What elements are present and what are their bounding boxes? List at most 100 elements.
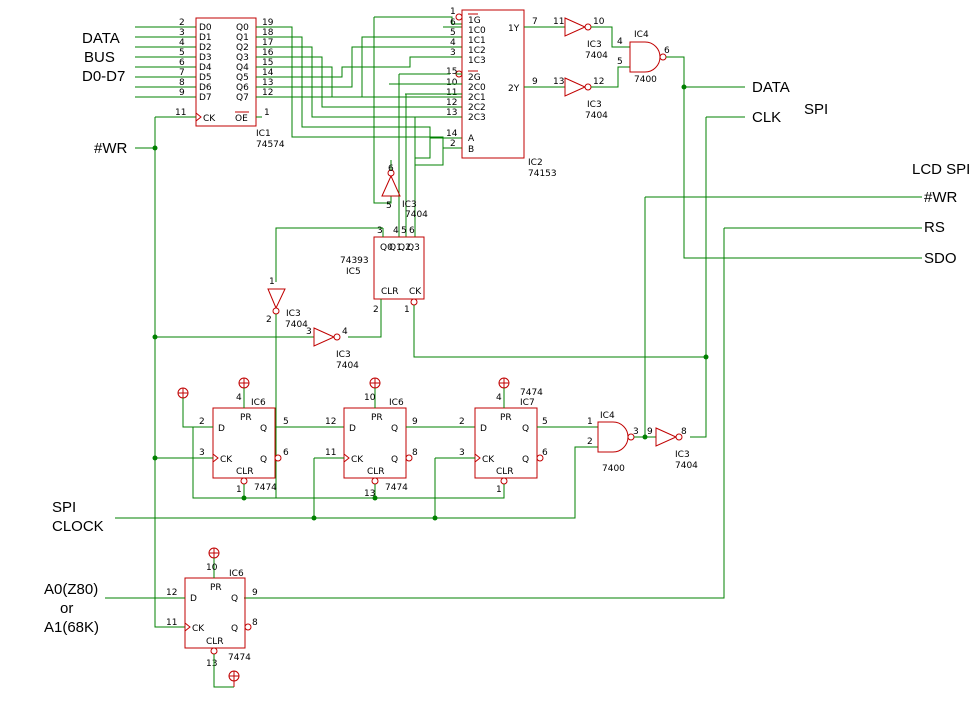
data-bus-label-1: DATA [82,30,120,47]
ff1-pin-pr: PR [240,413,252,423]
ff1-pin-ck: CK [220,455,233,465]
ff3-pin-pr: PR [500,413,512,423]
ff3-part: 7474 [520,388,543,398]
ff2-num-q: 9 [412,417,418,427]
ff1-num-d: 2 [199,417,205,427]
ff1-pin-clr: CLR [236,467,254,477]
ic1-latch: D0 D1 D2 D3 D4 D5 D6 D7 Q0 Q1 Q2 Q3 Q4 Q… [175,17,285,150]
inv-left-name: IC3 [286,309,301,319]
ic5-pin-ck: CK [409,287,422,297]
ic1-pin-d4: D4 [199,63,212,73]
nand-top-name: IC4 [634,30,649,40]
data-bus-wires [135,26,196,98]
ic2-pin-1g: 1G [468,16,481,26]
ic2-pin-1c3: 1C3 [468,56,486,66]
ic2-pin-b: B [468,145,474,155]
ff1-pin-qn: Q [260,455,267,465]
ic2-pin-2c1: 2C1 [468,93,486,103]
ff1-name: IC6 [251,398,266,408]
inv-bot-part: 7404 [675,461,698,471]
ic1-num-oe: 1 [264,108,270,118]
spi-clock-label-1: SPI [52,499,76,516]
ic1-pin-d3: D3 [199,53,212,63]
ic1-num-d3: 5 [179,48,185,58]
ff2-name: IC6 [389,398,404,408]
ic1-num-q6: 13 [262,78,273,88]
ic1-pin-d1: D1 [199,33,212,43]
bottom-output-logic: 1 2 3 IC4 7400 9 8 IC3 7404 [537,411,698,474]
ic2-num-2g: 15 [446,67,457,77]
ic2-num-2c1: 11 [446,88,457,98]
inv-left-part: 7404 [285,320,308,330]
ic5-num-q0: 3 [377,226,383,236]
ff2-pin-pr: PR [371,413,383,423]
ic2-pin-2c0: 2C0 [468,83,486,93]
ic1-num-d7: 9 [179,88,185,98]
ic1-to-ic2-wires [256,16,462,149]
ic2-control-wires [373,17,462,237]
ff4-part: 7474 [228,653,251,663]
ff4: D CK Q Q 12 11 9 8 10 13 IC6 7474 PR CLR [105,547,258,688]
ic1-pin-d7: D7 [199,93,212,103]
inv-mid-out: 6 [388,164,394,174]
ff3-name: IC7 [520,398,535,408]
inv-top2-out: 12 [593,77,604,87]
inv-bot-out: 8 [681,427,687,437]
ic1-pin-q5: Q5 [236,73,249,83]
ic1-pin-q7: Q7 [236,93,249,103]
inv-top2-part: 7404 [585,111,608,121]
ff3-num-q: 5 [542,417,548,427]
ic2-num-2c2: 12 [446,98,457,108]
inv-top1-out: 10 [593,17,605,27]
ic2-num-1y: 7 [532,17,538,27]
ic1-num-ck: 11 [175,108,186,118]
ic1-pin-q0: Q0 [236,23,249,33]
ff3: D CK Q Q 2 3 5 6 4 1 7474 IC7 PR CLR [435,377,548,495]
ic2-num-2c0: 10 [446,78,458,88]
inv-mid: 6 5 IC3 7404 [381,160,428,220]
addr-label-2: or [60,600,73,617]
ff2-num-pr: 10 [364,393,376,403]
ff4-num-q: 9 [252,588,258,598]
ff4-pin-d: D [190,594,197,604]
ic1-num-q5: 14 [262,68,274,78]
ic1-num-q0: 19 [262,18,274,28]
nand-bot-name: IC4 [600,411,615,421]
ff2-num-d: 12 [325,417,336,427]
ff3-num-qn: 6 [542,448,548,458]
ic1-pin-d6: D6 [199,83,212,93]
ff2-pin-d: D [349,424,356,434]
ic2-num-1c1: 5 [450,28,456,38]
ic1-num-q4: 15 [262,58,273,68]
wr-bus-wire [135,116,196,628]
ic5-pin-clr: CLR [381,287,399,297]
wr-left-label: #WR [94,140,128,157]
ic2-pin-a: A [468,134,475,144]
nand-bot-part: 7400 [602,464,625,474]
ff1-pin-d: D [218,424,225,434]
nand-top-in2: 5 [617,57,623,67]
ff1-num-qn: 6 [283,448,289,458]
top-output-logic: 11 10 IC3 7404 13 12 IC3 7404 4 5 6 IC4 … [524,17,922,259]
ic1-num-q7: 12 [262,88,273,98]
ic1-num-d6: 8 [179,78,185,88]
ic2-num-1c2: 4 [450,38,456,48]
nand-top-part: 7400 [634,75,657,85]
spi-title-label: SPI [804,101,828,118]
ic1-pin-q2: Q2 [236,43,249,53]
ic5-name: IC5 [346,267,361,277]
inv-top1-part: 7404 [585,51,608,61]
ff4-pin-clr: CLR [206,637,224,647]
inv-bot-in: 9 [647,427,653,437]
inv-top2-name: IC3 [587,100,602,110]
ff2-pin-clr: CLR [367,467,385,477]
ff1-part: 7474 [254,483,277,493]
ff4-pin-pr: PR [210,583,222,593]
ic1-num-d4: 6 [179,58,185,68]
ff1-num-pr: 4 [236,393,242,403]
ff2-pin-q: Q [391,424,398,434]
ic2-pin-1c1: 1C1 [468,36,486,46]
data-bus-label-2: BUS [84,49,115,66]
nand-bot-in2: 2 [587,437,593,447]
